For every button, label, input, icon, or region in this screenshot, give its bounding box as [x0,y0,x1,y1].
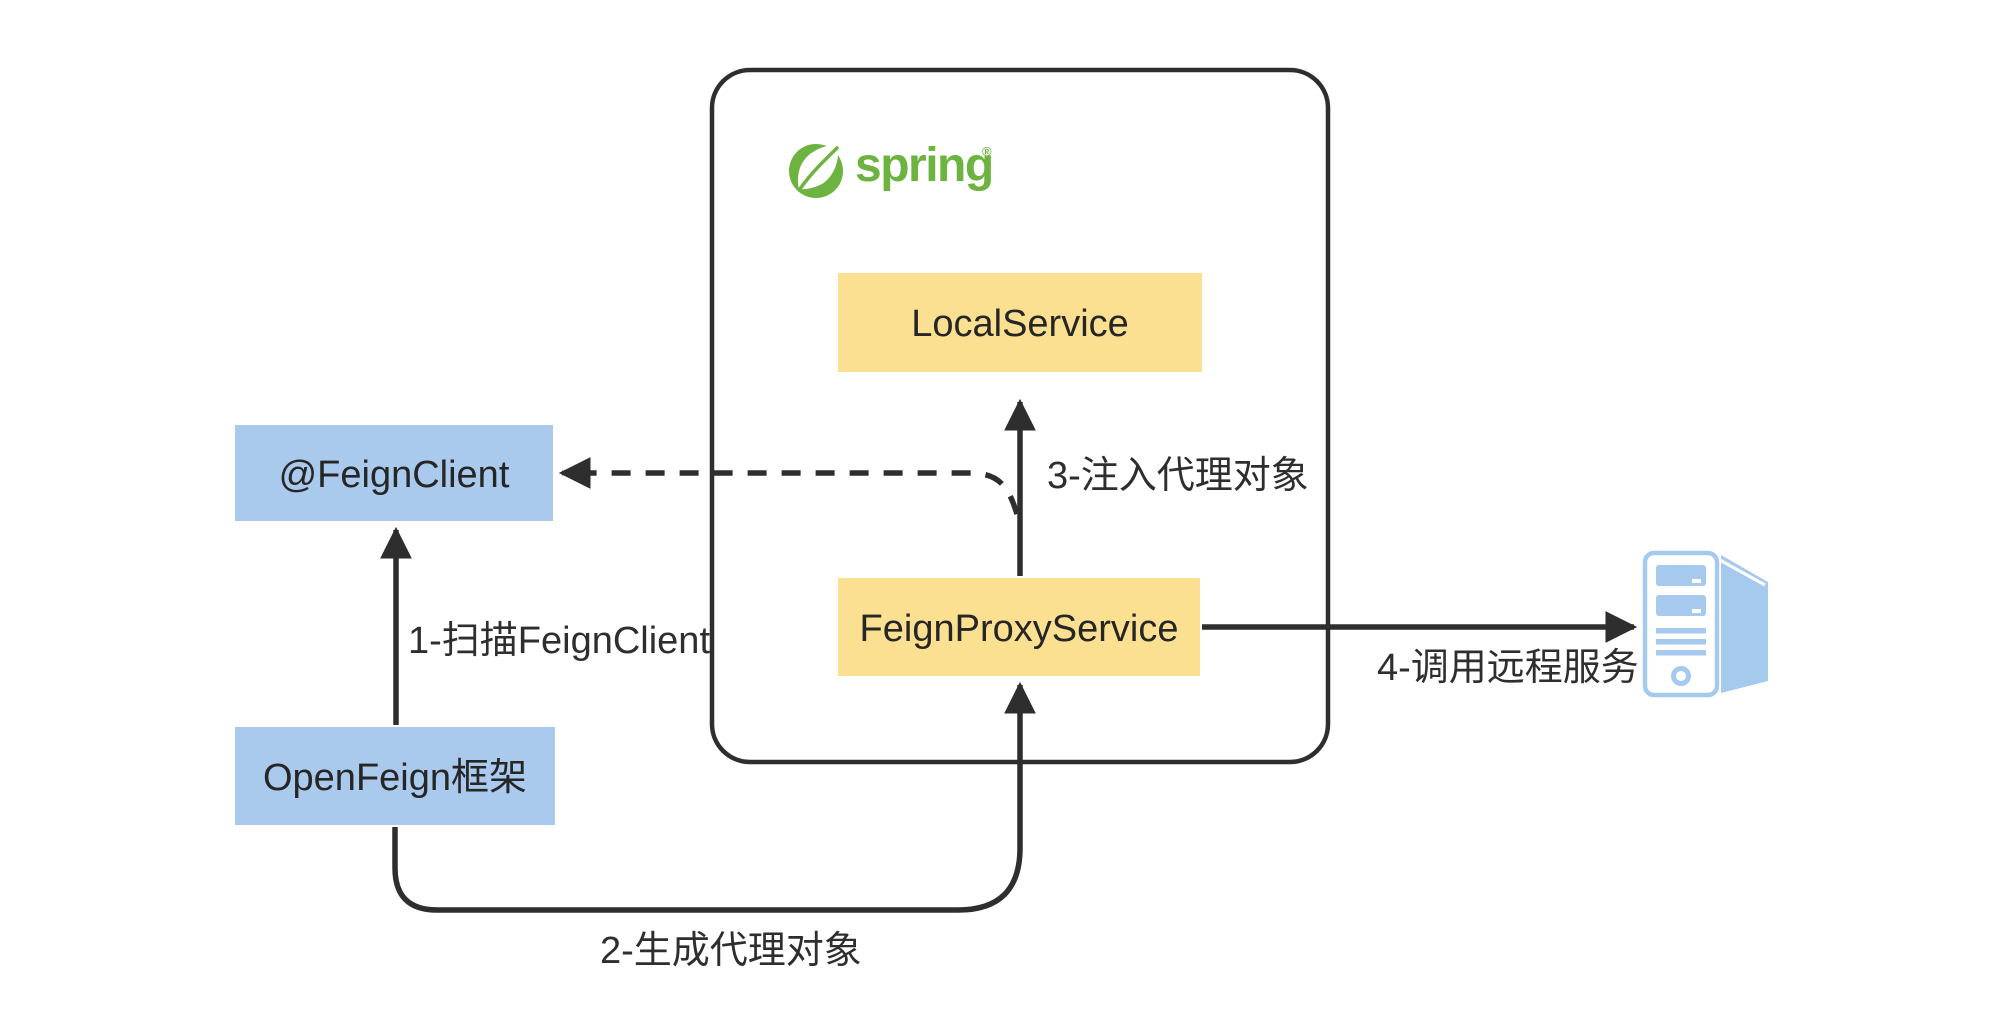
edge-step1-label: 1-扫描FeignClient [408,620,710,662]
edge-step2-generate-proxy [392,681,1036,913]
server-drive-bay-2-led [1692,609,1701,613]
spring-leaf-stem [798,146,839,191]
node-feign-proxy-service: FeignProxyService [838,578,1200,676]
server-vent-line-1 [1656,628,1706,634]
edge-proxy-implements-feignclient [558,457,1020,515]
node-feign-proxy-service-label: FeignProxyService [860,608,1179,650]
server-drive-bay-1-led [1692,579,1701,583]
edge-step2-label: 2-生成代理对象 [600,930,862,972]
server-front-face [1642,550,1720,698]
server-vent-line-2 [1656,639,1706,645]
spring-logo: spring ® [789,139,994,198]
spring-registered-mark: ® [982,144,992,159]
edge-step4-label: 4-调用远程服务 [1377,647,1639,689]
node-local-service-label: LocalService [911,303,1129,345]
edge-step3-label: 3-注入代理对象 [1047,455,1309,497]
node-local-service: LocalService [838,273,1202,372]
node-open-feign-label: OpenFeign框架 [263,757,527,799]
server-vent-line-3 [1656,650,1706,656]
remote-server-icon [1642,550,1768,698]
node-feign-client-box [235,425,553,521]
node-feign-proxy-service-box [838,578,1200,676]
server-side-highlight [1717,557,1766,587]
node-local-service-box [838,273,1202,372]
node-feign-client-label: @FeignClient [279,454,510,496]
node-open-feign-box [235,727,555,825]
node-feign-client: @FeignClient [235,425,553,521]
server-power-button [1671,666,1691,686]
edges [380,398,1638,913]
server-side-face [1721,555,1768,693]
spring-logo-text: spring [855,139,993,192]
node-open-feign: OpenFeign框架 [235,727,555,825]
